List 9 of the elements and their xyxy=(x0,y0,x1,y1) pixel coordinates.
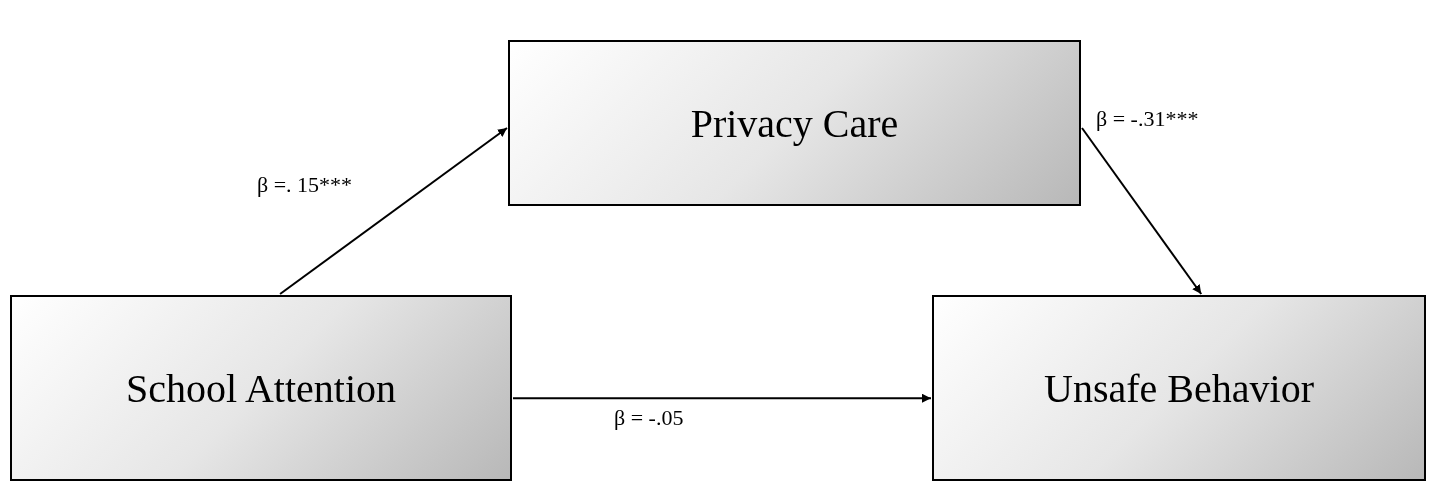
arrow xyxy=(512,393,932,403)
box-label: Unsafe Behavior xyxy=(1044,364,1314,412)
arrow xyxy=(1081,127,1203,295)
box-label: School Attention xyxy=(126,364,396,412)
variable-box xyxy=(10,295,512,481)
box-label: Privacy Care xyxy=(690,99,899,147)
variable-box xyxy=(508,40,1081,206)
variable-box xyxy=(932,295,1426,481)
arrow xyxy=(279,127,508,295)
